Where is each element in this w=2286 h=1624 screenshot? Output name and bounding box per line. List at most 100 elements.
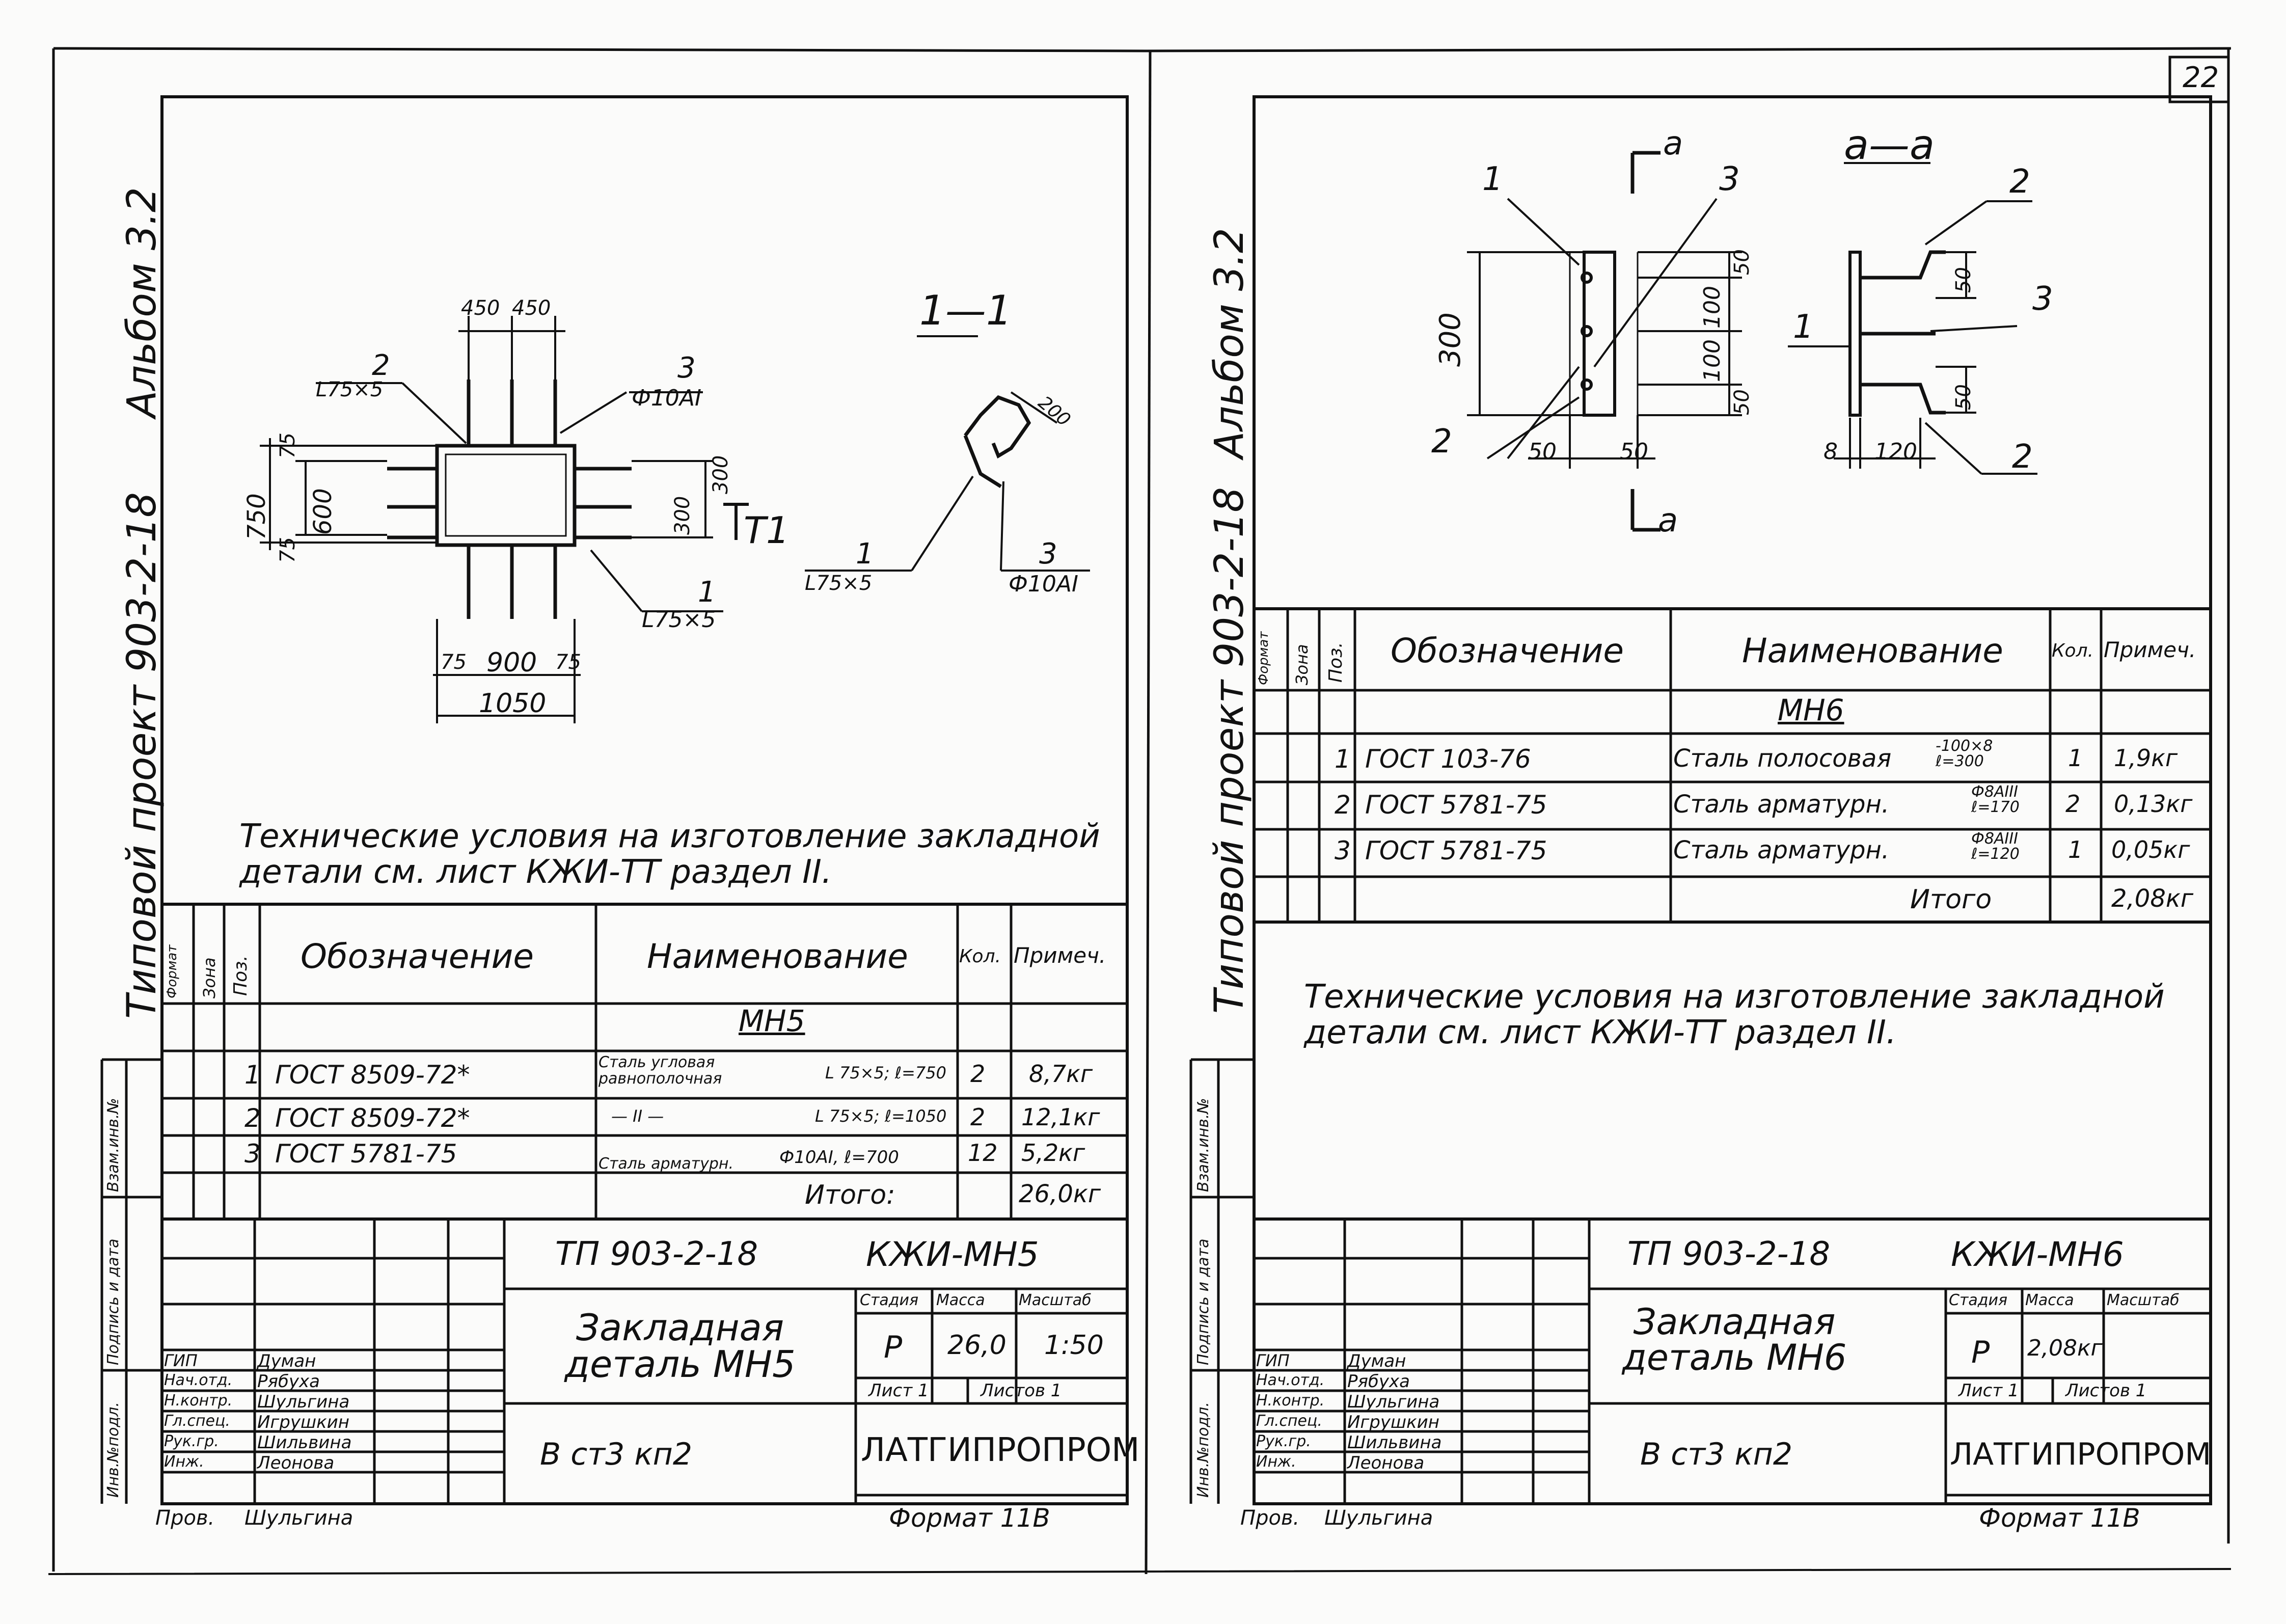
- left-album-side-label: Альбом 3.2: [119, 187, 165, 418]
- staff-name: Шульгина: [257, 1392, 350, 1412]
- spec-note: 12,1кг: [1021, 1103, 1100, 1131]
- staff-role: Нач.отд.: [164, 1371, 233, 1389]
- spec-name: Сталь полосовая: [1673, 744, 1892, 773]
- callout-number: 2: [2012, 438, 2033, 476]
- technical-note-line: Технические условия на изготовление закл…: [1304, 978, 2165, 1016]
- staff-name: Думан: [257, 1351, 316, 1371]
- mass-header: Масса: [936, 1291, 985, 1309]
- spec-header-zone: Зона: [1292, 644, 1312, 685]
- dim-label: 50: [1528, 439, 1557, 465]
- spec-header-name: Наименование: [647, 937, 908, 976]
- spec-header-format: Формат: [165, 944, 180, 999]
- project-code: ТП 903-2-18: [555, 1235, 758, 1273]
- staff-name: Леонова: [1347, 1453, 1425, 1473]
- dim-label: 300: [1434, 312, 1467, 367]
- callout-profile: Ф10АI: [1009, 571, 1078, 597]
- spec-name: Сталь арматурн.: [598, 1155, 734, 1173]
- dim-label: 900: [486, 647, 537, 678]
- dim-label: 300: [709, 455, 732, 494]
- dim-label: 300: [671, 496, 694, 535]
- callout-profile: L75×5: [805, 572, 873, 595]
- dim-label: 75: [276, 432, 300, 458]
- staff-name: Рябуха: [257, 1371, 320, 1392]
- spec-total-label: Итого:: [805, 1180, 895, 1210]
- spec-doc: ГОСТ 103-76: [1365, 744, 1531, 774]
- dim-label: 8: [1824, 439, 1838, 465]
- spec-detail: Ф10АI, ℓ=700: [779, 1147, 899, 1168]
- mass-value: 2,08кг: [2027, 1335, 2103, 1361]
- callout-number: 1: [856, 537, 874, 571]
- dim-label: 450: [512, 296, 551, 320]
- left-stamp-label-replace: Взам.инв.№: [104, 1098, 122, 1192]
- staff-role: ГИП: [1256, 1351, 1290, 1370]
- right-stamp-label-inv: Инв.№подл.: [1194, 1402, 1212, 1498]
- spec-note: 1,9кг: [2114, 744, 2178, 772]
- spec-detail: Ф8АIII ℓ=120: [1971, 830, 2020, 863]
- spec-pos: 1: [244, 1060, 261, 1090]
- dim-label: 50: [1952, 267, 1975, 293]
- sheet-count: Листов 1: [981, 1381, 1062, 1401]
- stage-header: Стадия: [1949, 1291, 2008, 1309]
- spec-pos: 2: [1335, 790, 1351, 820]
- spec-header-note: Примеч.: [1014, 943, 1106, 968]
- sheet-number: Лист 1: [868, 1381, 929, 1401]
- staff-role: Гл.спец.: [164, 1412, 230, 1430]
- technical-note-line: детали см. лист КЖИ-ТТ раздел II.: [1304, 1014, 1897, 1051]
- spec-total-value: 26,0кг: [1019, 1180, 1101, 1208]
- mh5-plan-drawing: [260, 316, 1090, 723]
- dim-label: 120: [1874, 439, 1917, 465]
- callout-number: 1: [1793, 308, 1814, 346]
- left-stamp-label-inv: Инв.№подл.: [104, 1402, 122, 1498]
- detail-title: Закладная деталь МН6: [1622, 1301, 1847, 1378]
- sheet-number: Лист 1: [1958, 1381, 2019, 1401]
- callout-number: 2: [372, 349, 390, 382]
- dim-label: 750: [242, 493, 271, 540]
- left-project-side-label: Типовой проект 903-2-18: [119, 492, 165, 1019]
- dim-label: 75: [555, 651, 581, 674]
- section-title: 1—1: [919, 287, 1012, 334]
- callout-profile: Ф10АI: [632, 385, 701, 411]
- spec-note: 0,05кг: [2111, 836, 2190, 863]
- spec-header-pos: Поз.: [230, 955, 251, 996]
- staff-name: Шильвина: [257, 1432, 352, 1453]
- spec-qty: 2: [2065, 790, 2081, 818]
- spec-doc: ГОСТ 8509-72*: [275, 1103, 470, 1133]
- spec-name: Сталь арматурн.: [1673, 790, 1890, 819]
- spec-name: Сталь угловая равнополочная: [598, 1053, 722, 1088]
- stage-value: Р: [884, 1330, 903, 1365]
- dim-label: 600: [309, 488, 337, 535]
- right-stamp-label-sign: Подпись и дата: [1194, 1238, 1212, 1366]
- sheet-code: КЖИ-МН6: [1951, 1235, 2124, 1274]
- dim-label: 50: [1730, 249, 1754, 275]
- staff-role: Нач.отд.: [1256, 1371, 1325, 1389]
- staff-role: Рук.гр.: [1256, 1432, 1311, 1450]
- spec-name: — II —: [611, 1106, 664, 1126]
- spec-total-value: 2,08кг: [2111, 884, 2194, 913]
- left-stamp-label-sign: Подпись и дата: [104, 1238, 122, 1366]
- staff-role: Пров.: [1240, 1506, 1300, 1530]
- spec-detail: Ф8АIII ℓ=170: [1971, 783, 2020, 816]
- right-project-side-label: Типовой проект 903-2-18: [1207, 487, 1253, 1014]
- callout-number: 3: [1719, 160, 1740, 198]
- spec-pos: 3: [1335, 836, 1351, 865]
- staff-role: Гл.спец.: [1256, 1412, 1322, 1430]
- page-number: 22: [2183, 61, 2219, 94]
- section-mark: Т1: [744, 509, 790, 552]
- staff-name: Леонова: [257, 1453, 335, 1473]
- spec-doc: ГОСТ 5781-75: [1365, 790, 1547, 820]
- staff-name: Шульгина: [244, 1506, 353, 1530]
- right-stamp-label-replace: Взам.инв.№: [1194, 1098, 1212, 1192]
- dim-label: 450: [461, 296, 500, 320]
- dim-label: 50: [1620, 439, 1648, 465]
- spec-qty: 1: [2068, 744, 2083, 772]
- callout-number: 3: [1039, 537, 1057, 571]
- staff-role: Н.контр.: [164, 1392, 233, 1410]
- stage-value: Р: [1971, 1335, 1990, 1370]
- spec-pos: 2: [244, 1103, 261, 1133]
- mass-header: Масса: [2025, 1291, 2074, 1309]
- scale-header: Масштаб: [2107, 1291, 2180, 1309]
- spec-doc: ГОСТ 5781-75: [1365, 836, 1547, 865]
- stage-header: Стадия: [860, 1291, 919, 1309]
- spec-pos: 1: [1335, 744, 1351, 774]
